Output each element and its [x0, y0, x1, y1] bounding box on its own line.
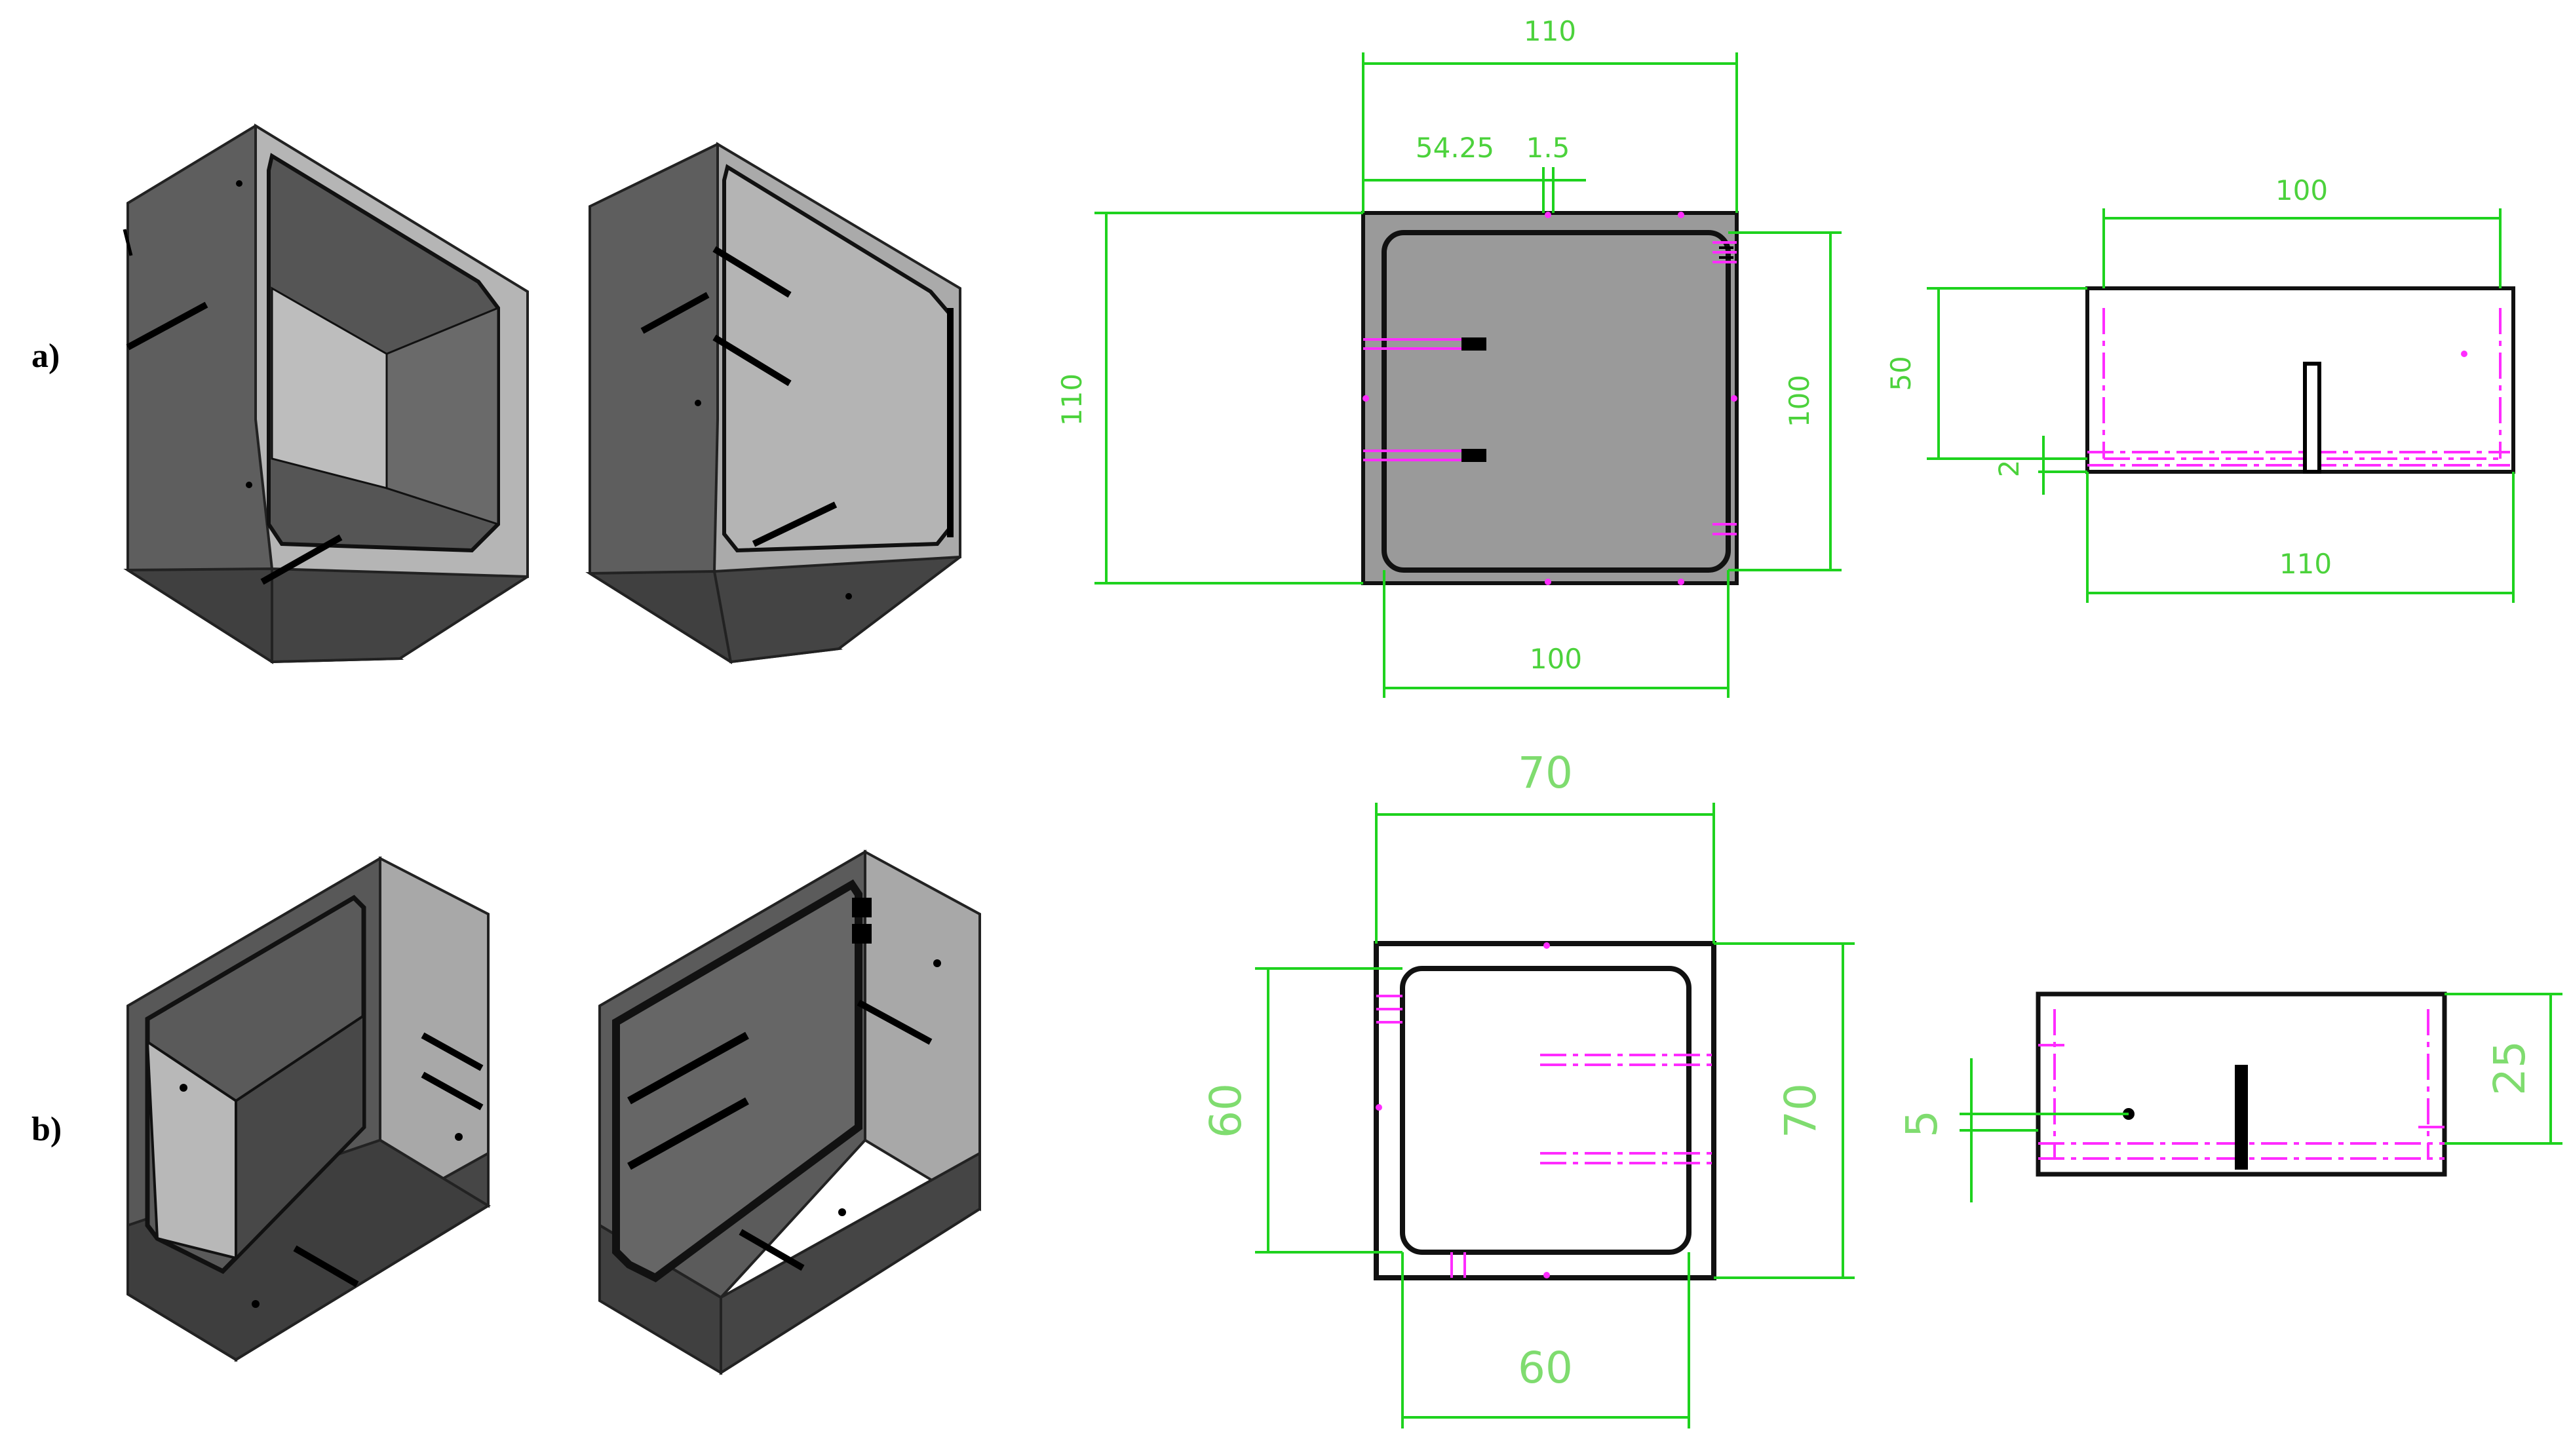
- dim-b-height: 25: [2484, 1041, 2535, 1096]
- front-view-b: 70 60 70 60: [1201, 748, 1855, 1428]
- isometric-view-b-open: [126, 856, 491, 1362]
- dim-b-inner-width: 60: [1518, 1343, 1573, 1393]
- dim-a-height: 50: [1885, 356, 1917, 391]
- front-view-a: 110 54.25 1.5 110 100 100: [1056, 15, 1842, 698]
- dim-a-overall-height: 110: [1056, 374, 1088, 426]
- side-view-b: 5 25: [1897, 991, 2562, 1202]
- dim-a-overall-width: 110: [1524, 15, 1576, 47]
- dim-a-inner-length: 100: [2275, 174, 2328, 206]
- row-label-a: a): [31, 337, 60, 375]
- isometric-view-b-lid: [598, 849, 981, 1375]
- dim-a-inner-width: 100: [1530, 643, 1582, 675]
- dim-a-inner-height: 100: [1783, 375, 1815, 427]
- dim-b-overall-height: 70: [1775, 1083, 1826, 1138]
- dim-a-slot-width: 1.5: [1526, 132, 1570, 164]
- dim-a-base-thickness: 2: [1993, 460, 2025, 478]
- isometric-view-a-open: [123, 123, 529, 664]
- dim-a-overall-length: 110: [2279, 548, 2332, 580]
- dim-a-offset: 54.25: [1416, 132, 1494, 164]
- row-label-b: b): [31, 1111, 62, 1148]
- side-view-a: 100 50 2 110: [1885, 174, 2515, 603]
- isometric-view-a-lid: [585, 142, 961, 664]
- dim-b-hole-height: 5: [1897, 1110, 1947, 1138]
- dim-b-inner-height: 60: [1201, 1083, 1251, 1138]
- dim-b-overall-width: 70: [1518, 748, 1573, 798]
